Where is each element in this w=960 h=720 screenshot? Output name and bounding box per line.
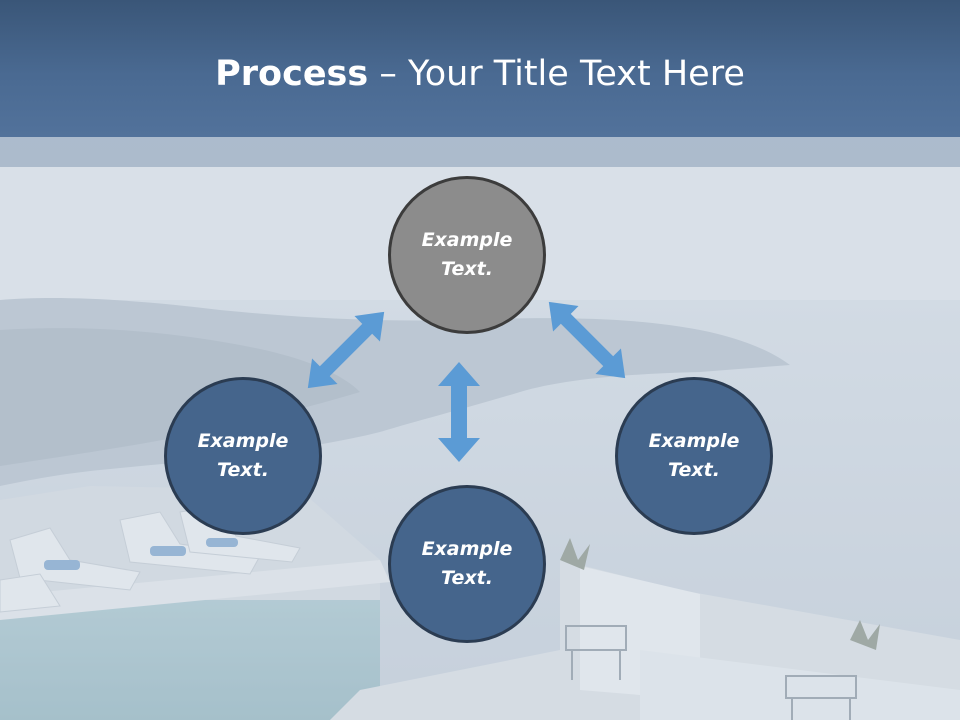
title-bar <box>0 0 960 137</box>
node-label-left: Example Text. <box>197 430 289 481</box>
slide-title-rest: – Your Title Text Here <box>368 54 745 94</box>
arrow-top-left <box>307 311 385 389</box>
process-node-right: Example Text. <box>615 377 773 535</box>
process-node-left: Example Text. <box>164 377 322 535</box>
process-node-bottom: Example Text. <box>388 485 546 643</box>
slide-title: Process – Your Title Text Here <box>0 52 960 96</box>
slide-title-bold: Process <box>215 54 369 94</box>
process-node-top: Example Text. <box>388 176 546 334</box>
node-label-right: Example Text. <box>648 430 740 481</box>
arrow-vertical <box>438 362 480 462</box>
node-label-top: Example Text. <box>421 229 513 280</box>
arrow-top-right <box>548 301 626 379</box>
node-label-bottom: Example Text. <box>421 538 513 589</box>
title-band <box>0 137 960 167</box>
